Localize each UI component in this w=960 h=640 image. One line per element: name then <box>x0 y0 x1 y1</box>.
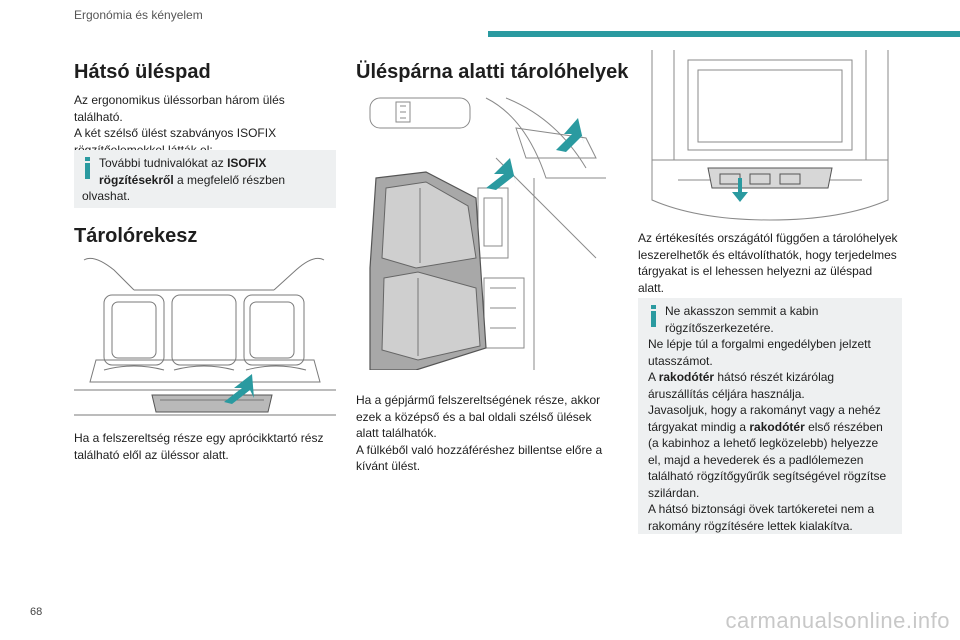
under-seat-storage-text: Ha a gépjármű felszereltségének része, a… <box>356 393 603 473</box>
cargo-safety-note: Ne akasszon semmit a kabin rögzítőszerke… <box>638 298 902 534</box>
rear-bench-text: Az ergonomikus üléssorban három ülés <box>74 93 285 107</box>
under-seat-storage-illustration <box>369 97 606 370</box>
section-title: Ergonómia és kényelem <box>74 8 203 22</box>
watermark: carmanualsonline.info <box>725 608 950 633</box>
isofix-note: További tudnivalókat az ISOFIX rögzítése… <box>74 150 336 208</box>
storage-title: Tárolórekesz <box>74 225 198 247</box>
storage-text: Ha a felszereltség része egy aprócikktar… <box>74 431 324 462</box>
rear-bench-text: A két szélső ülést szabványos ISOFIX <box>74 126 277 140</box>
page-number: 68 <box>30 606 43 618</box>
info-icon <box>648 305 660 329</box>
bench-storage-front-illustration <box>651 50 889 221</box>
removable-storage-text: Az értékesítés országától függően a táro… <box>638 231 898 295</box>
rear-bench-text: található. <box>74 109 123 124</box>
left-column: Hátsó üléspad Az ergonomikus üléssorban … <box>74 60 336 158</box>
info-icon <box>82 157 94 181</box>
header-accent-bar <box>488 31 960 37</box>
rear-bench-illustration <box>74 257 336 416</box>
under-seat-storage-title: Üléspárna alatti tárolóhelyek <box>356 61 629 83</box>
rear-bench-title: Hátsó üléspad <box>74 61 211 83</box>
